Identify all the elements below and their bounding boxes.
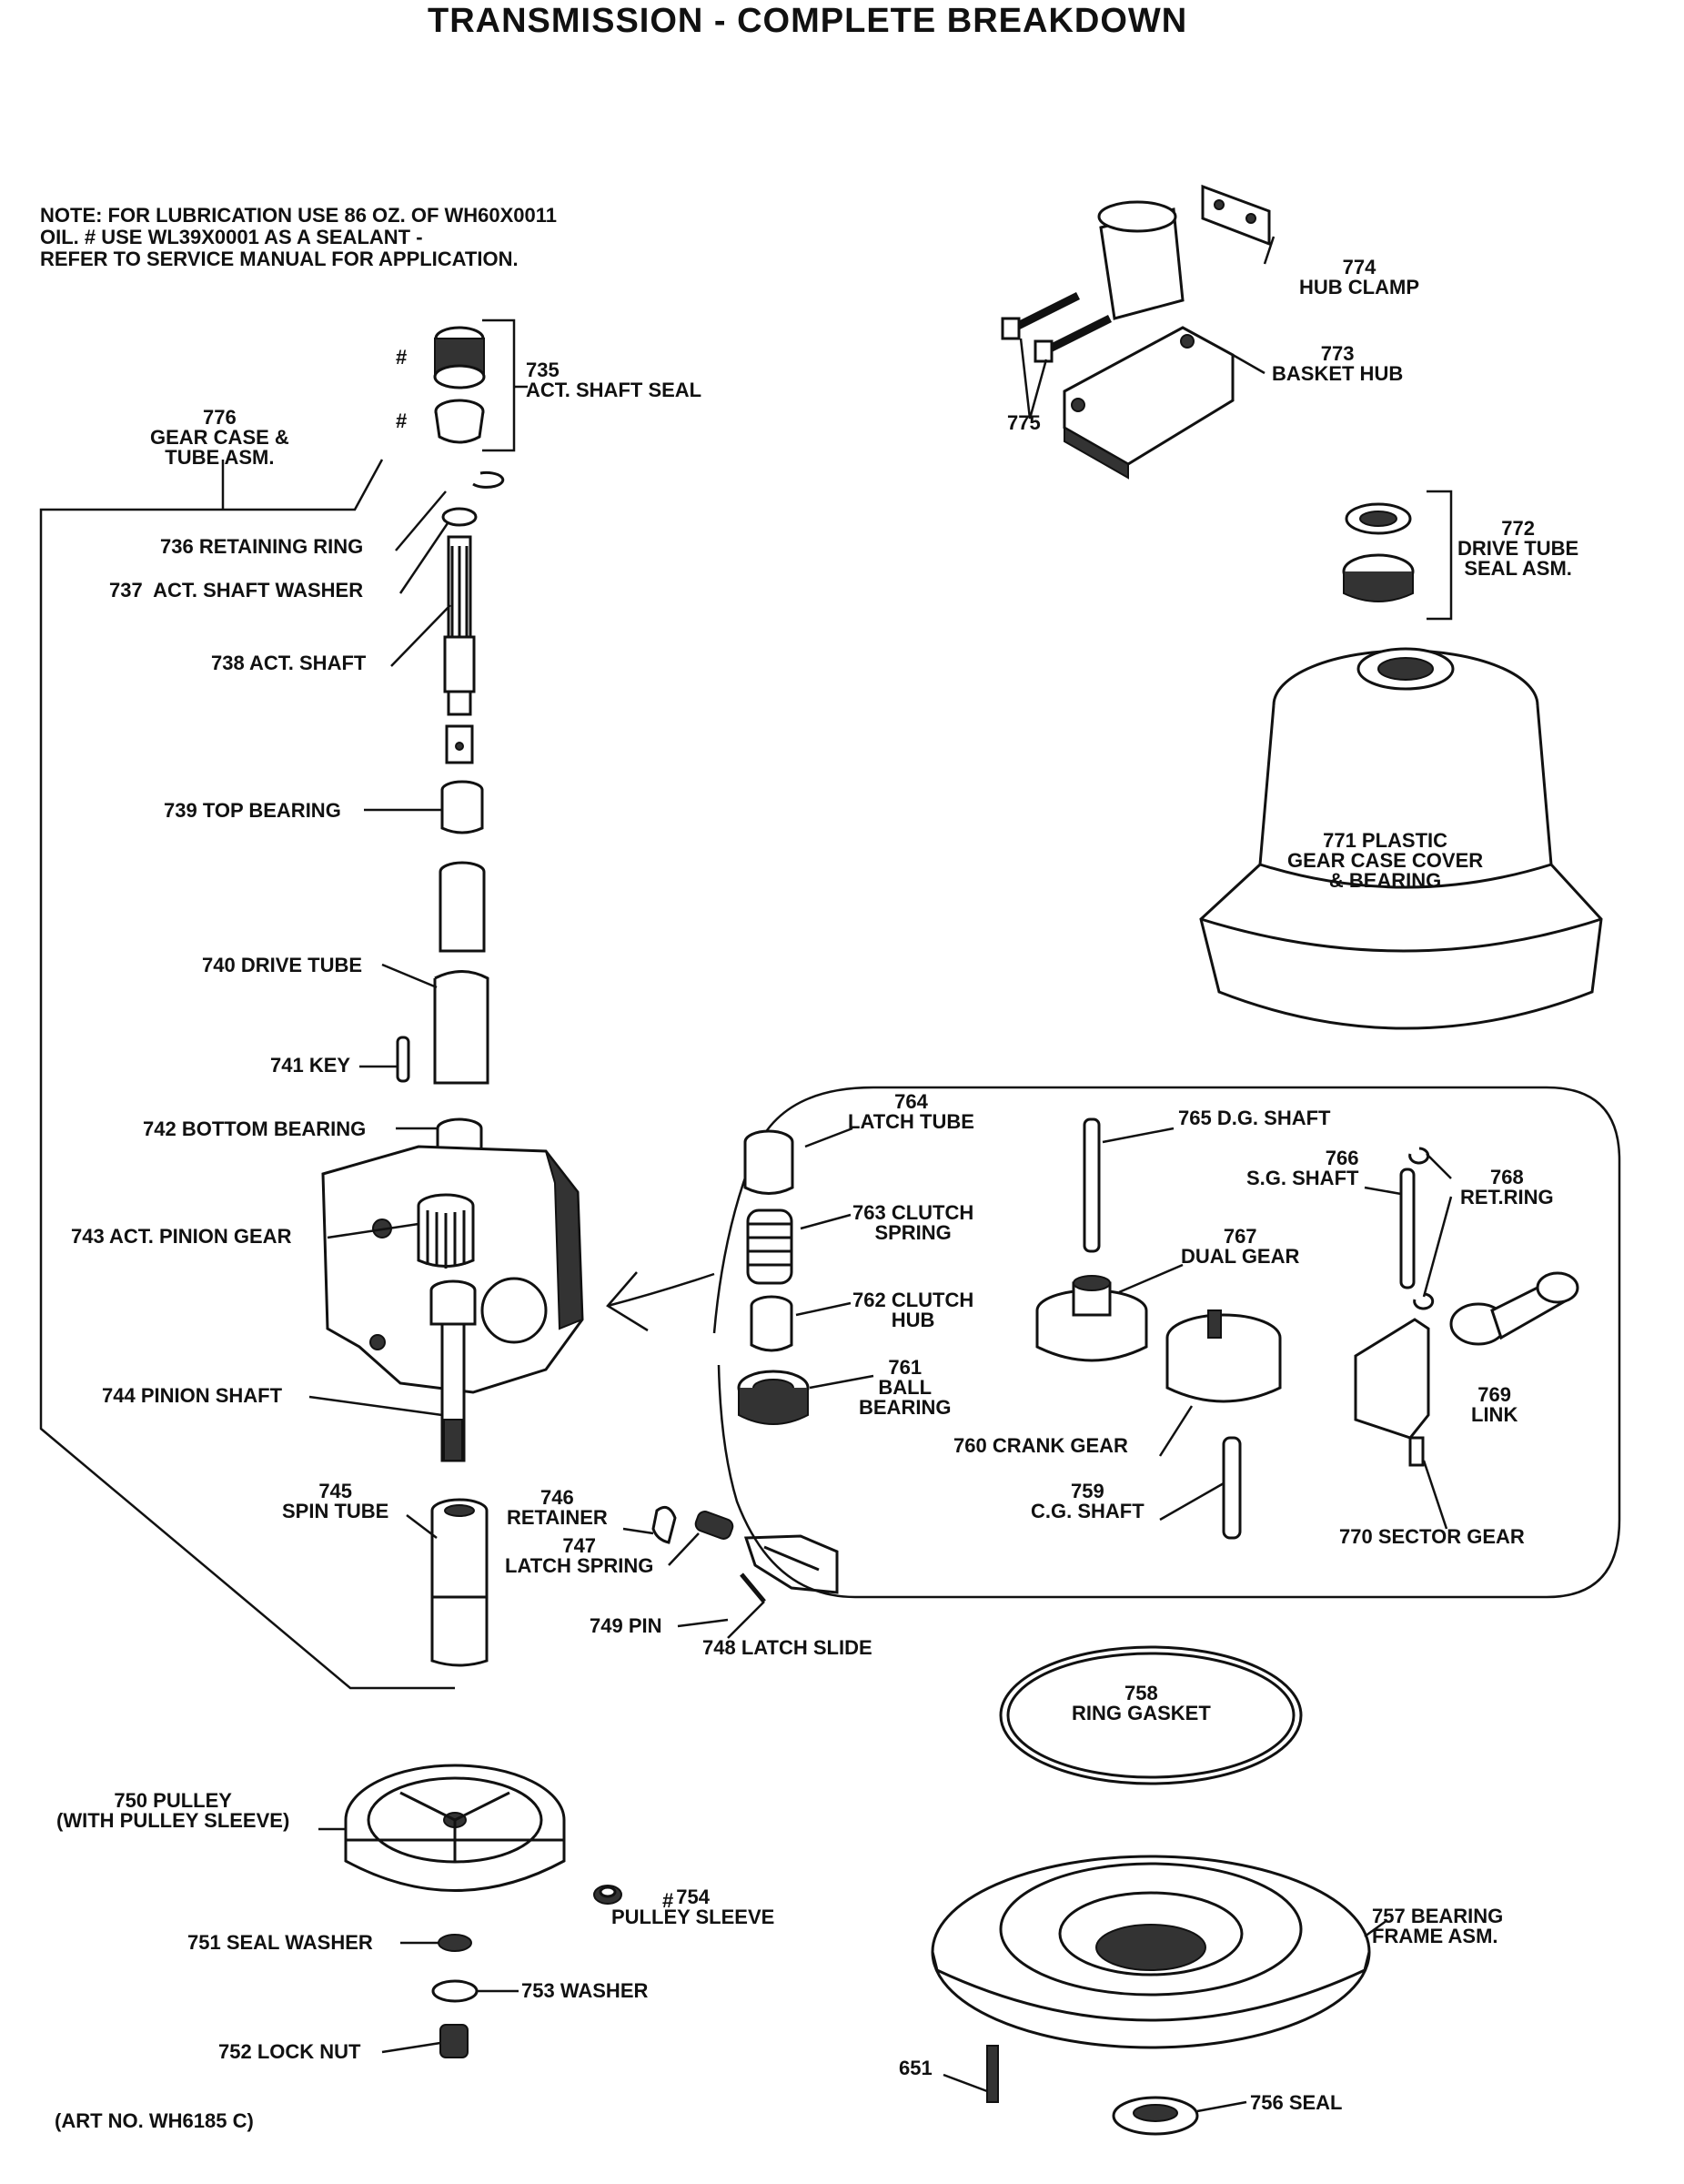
label-759: 759 C.G. SHAFT <box>1031 1480 1145 1522</box>
hash-mark-seal-lower: # <box>396 410 408 432</box>
label-751: 751 SEAL WASHER <box>187 1931 373 1954</box>
label-754: 754 PULLEY SLEEVE <box>611 1886 775 1928</box>
act-shaft-washer-part <box>441 507 478 527</box>
note-line-3: REFER TO SERVICE MANUAL FOR APPLICATION. <box>40 248 519 270</box>
label-744: 744 PINION SHAFT <box>102 1384 283 1407</box>
label-735: 735 ACT. SHAFT SEAL <box>526 359 702 401</box>
drive-tube-seal-part <box>1342 502 1415 602</box>
label-745: 745 SPIN TUBE <box>282 1480 389 1522</box>
label-776: 776 GEAR CASE & TUBE ASM. <box>150 406 289 469</box>
clutch-spring-part <box>746 1208 793 1285</box>
cg-shaft-part <box>1222 1436 1242 1540</box>
label-651: 651 <box>899 2057 933 2079</box>
label-750: 750 PULLEY (WITH PULLEY SLEEVE) <box>56 1789 290 1832</box>
pinion-shaft-part <box>429 1279 477 1462</box>
pulley-part <box>344 1764 566 1892</box>
label-773: 773 BASKET HUB <box>1272 342 1404 385</box>
label-766: 766 S.G. SHAFT <box>1246 1147 1359 1189</box>
pin-part <box>740 1572 766 1603</box>
seal-part <box>1112 2096 1199 2136</box>
ret-ring-lower-part <box>1413 1292 1435 1310</box>
label-763: 763 CLUTCH SPRING <box>852 1201 974 1244</box>
top-bearing-part <box>440 780 484 834</box>
assembly-arrow <box>607 1272 715 1308</box>
label-741: 741 KEY <box>270 1054 351 1077</box>
note-line-2: OIL. # USE WL39X0001 AS A SEALANT - <box>40 226 423 248</box>
gear-case-group-outline <box>39 459 455 1690</box>
crank-gear-part <box>1165 1309 1282 1403</box>
label-753: 753 WASHER <box>521 1979 649 2002</box>
retaining-ring-part <box>472 470 505 489</box>
label-738: 738 ACT. SHAFT <box>211 652 367 674</box>
clutch-hub-part <box>750 1295 793 1352</box>
gear-case-body <box>321 1145 584 1394</box>
label-747: 747 LATCH SPRING <box>505 1534 654 1577</box>
sg-shaft-part <box>1399 1168 1416 1289</box>
label-775: 775 <box>1007 411 1041 434</box>
art-number: (ART NO. WH6185 C) <box>55 2109 254 2132</box>
dual-gear-part <box>1035 1275 1148 1362</box>
label-760: 760 CRANK GEAR <box>953 1434 1128 1457</box>
label-739: 739 TOP BEARING <box>164 799 341 822</box>
basket-hub-part <box>1063 200 1235 480</box>
link-part <box>1449 1271 1579 1346</box>
act-shaft-seal-upper-part <box>433 326 486 389</box>
label-742: 742 BOTTOM BEARING <box>143 1117 367 1140</box>
latch-spring-part <box>694 1511 734 1540</box>
label-765: 765 D.G. SHAFT <box>1178 1107 1331 1129</box>
label-761: 761 BALL BEARING <box>859 1356 952 1419</box>
act-shaft-seal-lower-part <box>434 399 485 444</box>
hub-clamp-part <box>1201 184 1271 247</box>
label-769: 769 LINK <box>1471 1383 1518 1426</box>
label-771: 771 PLASTIC GEAR CASE COVER & BEARING <box>1287 829 1484 892</box>
label-764: 764 LATCH TUBE <box>848 1090 974 1133</box>
label-756: 756 SEAL <box>1250 2091 1343 2114</box>
ret-ring-upper-part <box>1408 1147 1430 1165</box>
bearing-frame-part <box>931 1855 1371 2049</box>
page-title: TRANSMISSION - COMPLETE BREAKDOWN <box>428 2 1188 40</box>
label-752: 752 LOCK NUT <box>218 2040 361 2063</box>
label-772: 772 DRIVE TUBE SEAL ASM. <box>1457 517 1579 580</box>
washer-part <box>431 1979 479 2003</box>
latch-tube-part <box>743 1129 794 1195</box>
label-757: 757 BEARING FRAME ASM. <box>1372 1905 1504 1947</box>
act-shaft-part <box>443 535 476 764</box>
label-748: 748 LATCH SLIDE <box>702 1636 872 1659</box>
label-762: 762 CLUTCH HUB <box>852 1289 974 1331</box>
label-749: 749 PIN <box>590 1614 662 1637</box>
label-758: 758 RING GASKET <box>1072 1682 1211 1724</box>
label-746: 746 RETAINER <box>507 1486 608 1529</box>
label-768: 768 RET.RING <box>1460 1166 1554 1208</box>
label-737: 737 ACT. SHAFT WASHER <box>109 579 364 602</box>
gear-case-cover-part <box>1199 647 1603 1030</box>
label-774: 774 HUB CLAMP <box>1299 256 1419 298</box>
hash-mark-pulley-sleeve: # <box>662 1889 674 1912</box>
seal-washer-part <box>438 1934 472 1952</box>
act-pinion-gear-part <box>417 1193 475 1269</box>
drive-tube-part <box>433 861 489 1085</box>
spin-tube-part <box>430 1498 489 1667</box>
dg-shaft-part <box>1083 1117 1101 1253</box>
label-767: 767 DUAL GEAR <box>1181 1225 1300 1268</box>
pulley-sleeve-part <box>593 1885 622 1905</box>
ring-gasket-part <box>999 1645 1303 1785</box>
hub-bolts-part <box>1001 291 1113 363</box>
retainer-part <box>651 1505 677 1544</box>
label-740: 740 DRIVE TUBE <box>202 954 363 976</box>
ball-bearing-part <box>737 1370 810 1425</box>
sector-gear-part <box>1354 1318 1430 1467</box>
leader-lines <box>308 236 1453 2113</box>
act-shaft-seal-bracket <box>482 318 516 452</box>
hash-mark-seal-upper: # <box>396 346 408 369</box>
label-736: 736 RETAINING RING <box>160 535 364 558</box>
label-770: 770 SECTOR GEAR <box>1339 1525 1525 1548</box>
note-line-1: NOTE: FOR LUBRICATION USE 86 OZ. OF WH60… <box>40 204 558 227</box>
latch-slide-part <box>743 1534 839 1594</box>
lock-nut-part <box>439 2024 469 2058</box>
label-743: 743 ACT. PINION GEAR <box>71 1225 292 1248</box>
screw-part <box>986 2045 999 2103</box>
key-part <box>396 1036 410 1083</box>
